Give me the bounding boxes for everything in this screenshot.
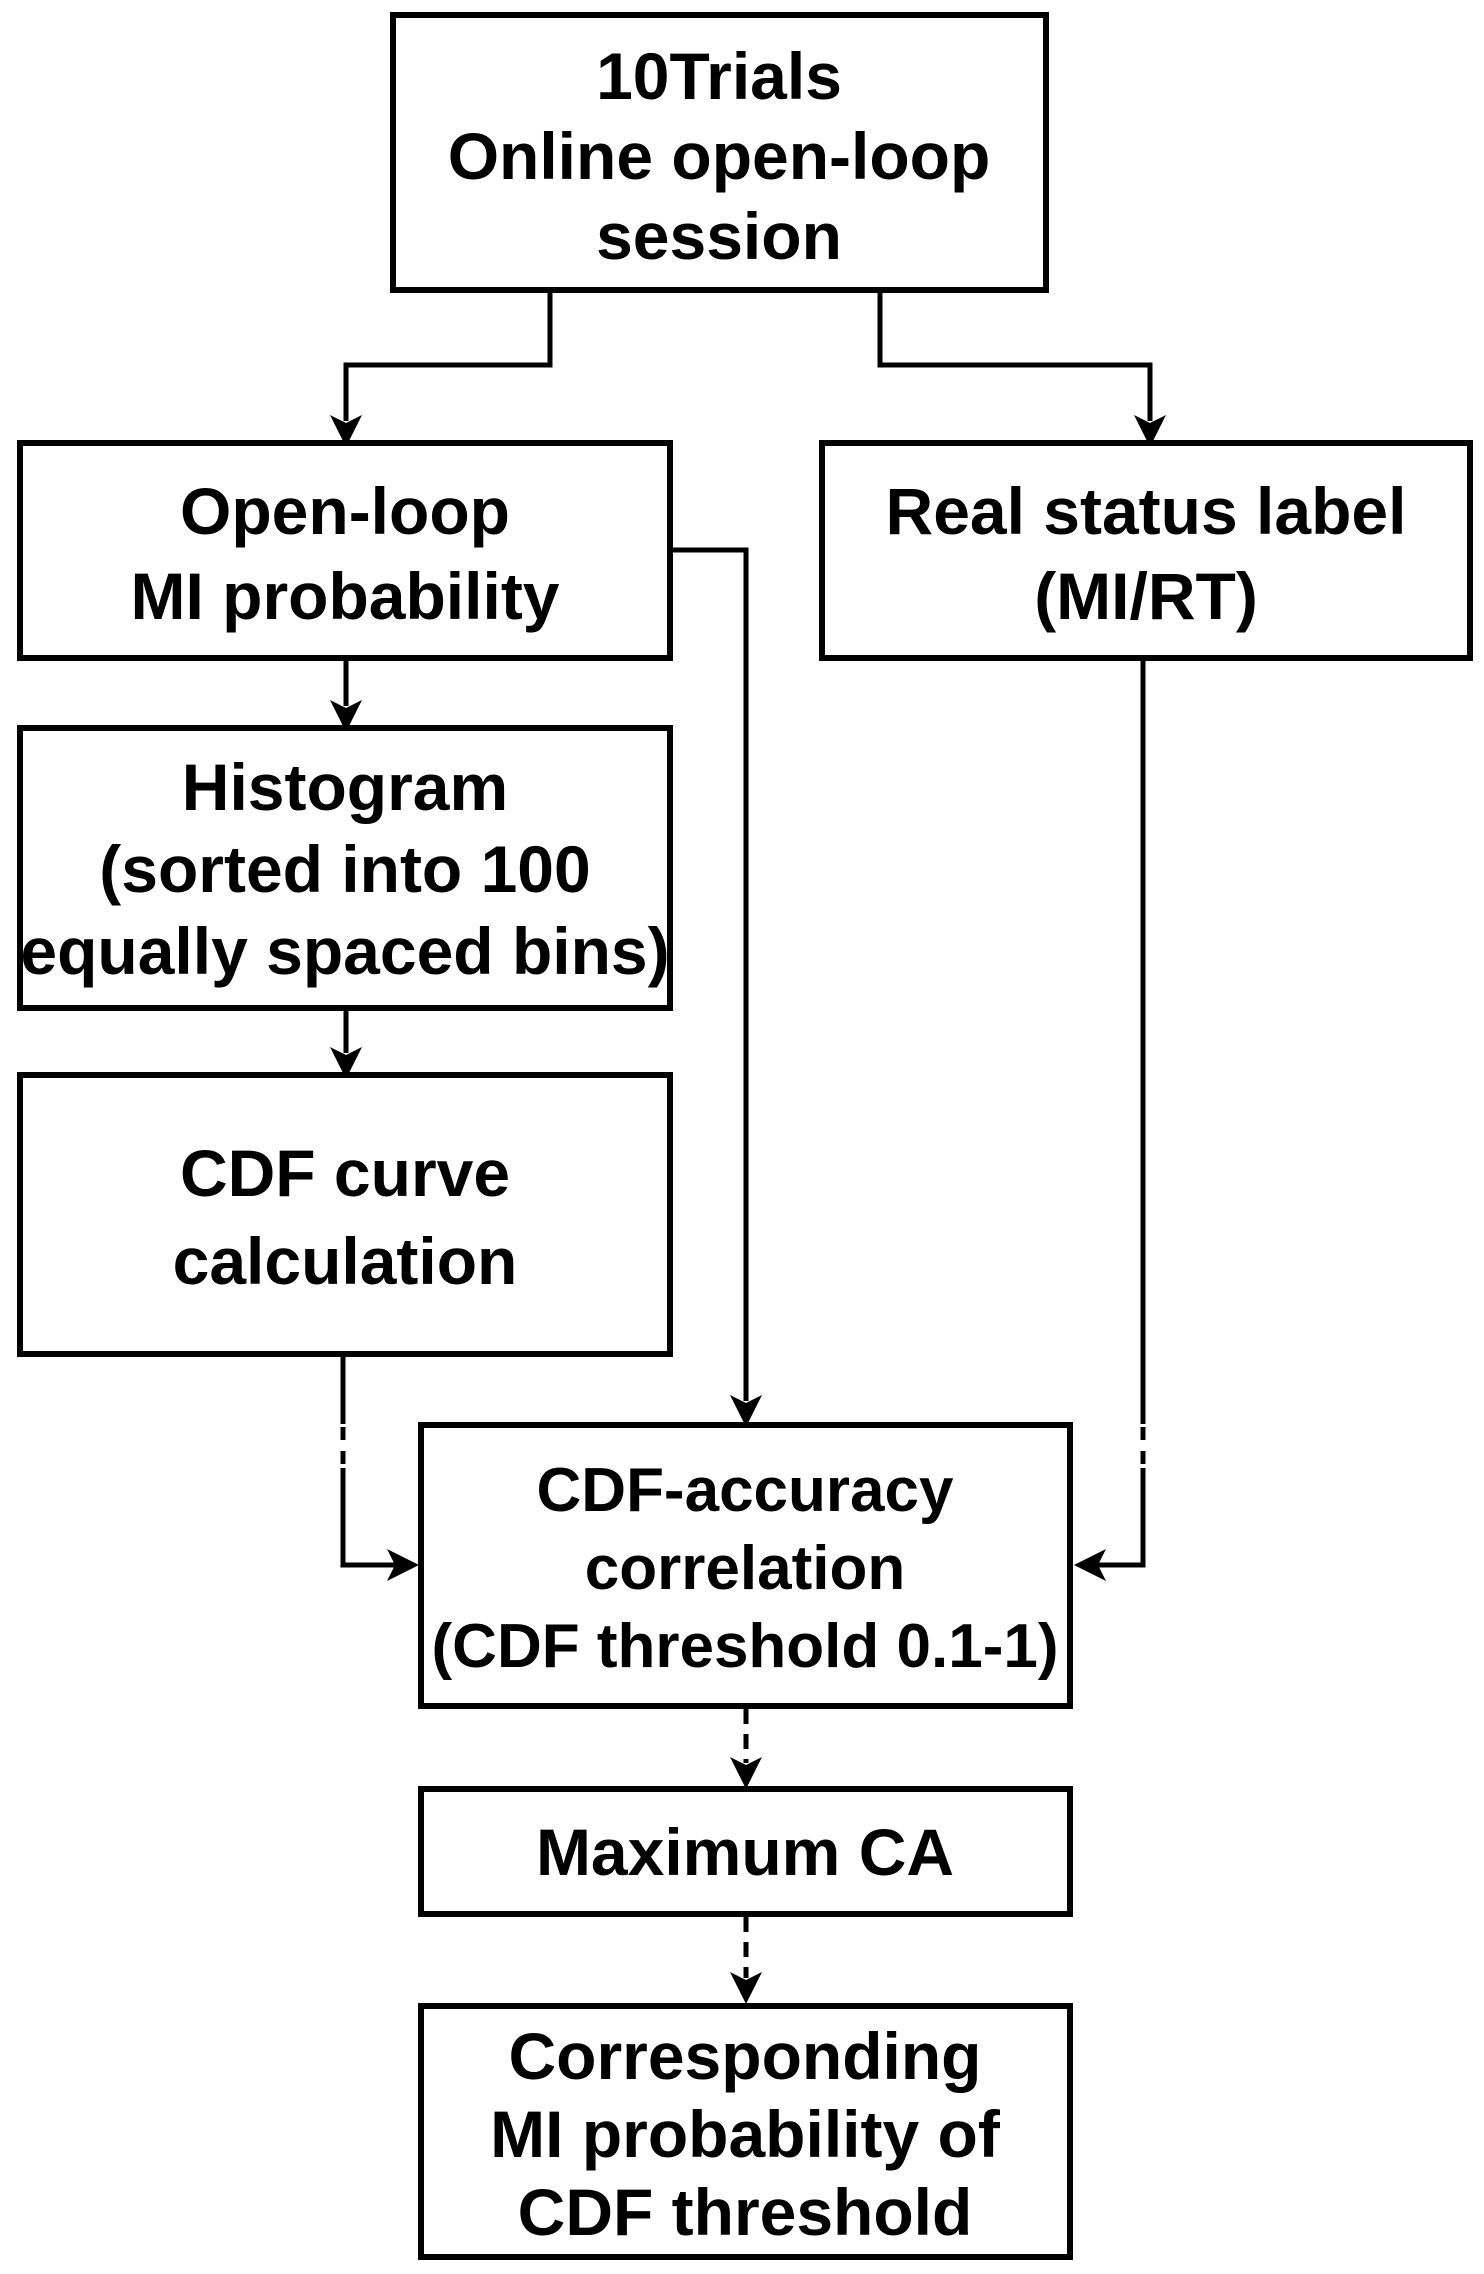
box-cdf-curve-calculation: CDF curve calculation xyxy=(17,1072,673,1357)
arrow-maximum-ca-to-corresponding xyxy=(730,1917,762,2004)
arrowhead-left-icon xyxy=(1074,1549,1106,1581)
arrowhead-down-icon xyxy=(330,415,362,447)
connector-line xyxy=(1098,1468,1146,1568)
arrowhead-down-icon xyxy=(730,1972,762,2004)
box-open-loop-mi-probability: Open-loop MI probability xyxy=(17,440,673,661)
arrowhead-right-icon xyxy=(387,1549,419,1581)
arrow-cdf-correlation-to-maximum-ca xyxy=(730,1709,762,1789)
box-real-status-label: Real status label (MI/RT) xyxy=(819,440,1473,661)
arrow-session-to-mi-probability xyxy=(330,290,553,447)
box-maximum-ca: Maximum CA xyxy=(418,1786,1073,1917)
box-histogram-label-line3: equally spaced bins) xyxy=(20,914,669,988)
connector-line xyxy=(340,1468,395,1568)
connector-line xyxy=(343,290,553,421)
box-cdf-correlation-label-line2: correlation xyxy=(585,1534,905,1603)
box-corresponding-mi-probability: Corresponding MI probability of CDF thre… xyxy=(418,2003,1073,2260)
box-maximum-ca-rect xyxy=(418,1786,1073,1917)
connector-line xyxy=(670,547,749,1401)
arrowhead-down-icon xyxy=(1134,415,1166,447)
arrow-real-status-to-cdf-correlation xyxy=(1074,658,1146,1581)
box-real-status-label-line1: Real status label xyxy=(886,474,1407,548)
arrow-session-to-real-status xyxy=(877,290,1166,447)
arrow-cdf-curve-to-cdf-correlation xyxy=(340,1354,419,1581)
box-session-label-line1: 10Trials xyxy=(596,39,842,113)
arrowhead-down-icon xyxy=(330,700,362,732)
box-corresponding-label-line3: CDF threshold xyxy=(518,2175,973,2249)
box-mi-probability-label-line2: MI probability xyxy=(131,559,560,633)
connector-line xyxy=(877,290,1153,421)
box-cdf-curve-rect xyxy=(17,1072,673,1357)
box-histogram-label-line2: (sorted into 100 xyxy=(99,832,590,906)
box-real-status-label-line2: (MI/RT) xyxy=(1034,559,1258,633)
arrowhead-down-icon xyxy=(730,1757,762,1789)
box-histogram-rect xyxy=(17,725,673,1011)
box-corresponding-rect xyxy=(418,2003,1073,2260)
arrowhead-down-icon xyxy=(730,1395,762,1427)
box-maximum-ca-label-line1: Maximum CA xyxy=(536,1815,954,1889)
box-cdf-correlation-label-line1: CDF-accuracy xyxy=(537,1456,954,1525)
box-mi-probability-label-line1: Open-loop xyxy=(180,474,510,548)
box-real-status-rect xyxy=(819,440,1473,661)
box-session: 10Trials Online open-loop session xyxy=(390,12,1049,293)
box-session-rect xyxy=(390,12,1049,293)
box-histogram: Histogram (sorted into 100 equally space… xyxy=(17,725,673,1011)
box-cdf-curve-label-line2: calculation xyxy=(173,1224,518,1298)
box-mi-probability-rect xyxy=(17,440,673,661)
arrow-mi-probability-to-histogram xyxy=(330,658,362,732)
box-corresponding-label-line1: Corresponding xyxy=(509,2019,982,2093)
arrow-mi-probability-to-cdf-correlation xyxy=(670,547,762,1427)
box-histogram-label-line1: Histogram xyxy=(182,750,508,824)
box-cdf-correlation-label-line3: (CDF threshold 0.1-1) xyxy=(432,1612,1059,1681)
box-cdf-accuracy-correlation: CDF-accuracy correlation (CDF threshold … xyxy=(418,1422,1073,1709)
box-corresponding-label-line2: MI probability of xyxy=(490,2097,1001,2171)
box-session-label-line2: Online open-loop xyxy=(448,119,991,193)
box-cdf-correlation-rect xyxy=(418,1422,1073,1709)
arrow-histogram-to-cdf-curve xyxy=(330,1008,362,1079)
arrowhead-down-icon xyxy=(330,1047,362,1079)
box-cdf-curve-label-line1: CDF curve xyxy=(180,1136,510,1210)
box-session-label-line3: session xyxy=(596,199,842,273)
